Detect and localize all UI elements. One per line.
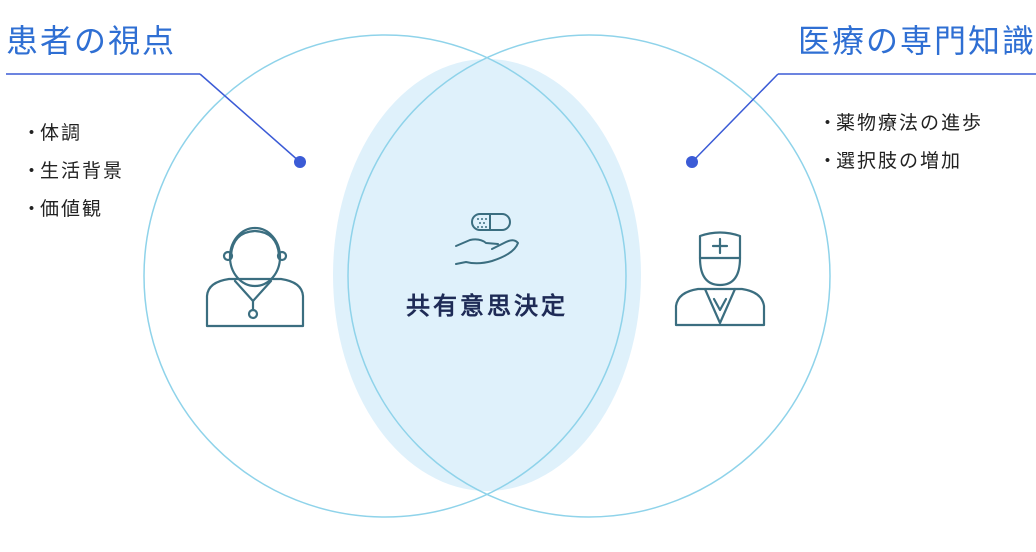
bullet-marker: ・ <box>22 122 44 144</box>
list-item-text: 体調 <box>40 122 83 144</box>
medical-knowledge-circle <box>347 34 831 518</box>
list-item: ・薬物療法の進歩 <box>818 104 983 142</box>
bullet-marker: ・ <box>22 160 44 182</box>
right-connector <box>686 73 1036 168</box>
overlap-region <box>333 59 641 491</box>
pill-on-hand-icon <box>455 213 519 265</box>
list-item-text: 価値観 <box>40 198 104 220</box>
list-item-text: 薬物療法の進歩 <box>836 112 984 134</box>
bullet-marker: ・ <box>22 198 44 220</box>
list-item: ・生活背景 <box>22 152 124 190</box>
left-connector-dot <box>294 156 306 168</box>
medical-knowledge-list: ・薬物療法の進歩 ・選択肢の増加 <box>818 104 983 180</box>
left-connector <box>6 73 306 168</box>
shared-decision-making-label: 共有意思決定 <box>406 292 568 320</box>
doctor-icon <box>674 231 766 327</box>
patient-icon <box>205 226 305 328</box>
patient-perspective-heading: 患者の視点 <box>6 22 177 60</box>
medical-knowledge-heading: 医療の専門知識 <box>797 22 1036 60</box>
list-item: ・選択肢の増加 <box>818 142 983 180</box>
patient-perspective-circle <box>143 34 627 518</box>
right-connector-dot <box>686 156 698 168</box>
list-item-text: 生活背景 <box>40 160 125 182</box>
patient-perspective-list: ・体調 ・生活背景 ・価値観 <box>22 114 124 228</box>
bullet-marker: ・ <box>818 150 840 172</box>
list-item: ・価値観 <box>22 190 124 228</box>
list-item: ・体調 <box>22 114 124 152</box>
list-item-text: 選択肢の増加 <box>836 150 963 172</box>
bullet-marker: ・ <box>818 112 840 134</box>
